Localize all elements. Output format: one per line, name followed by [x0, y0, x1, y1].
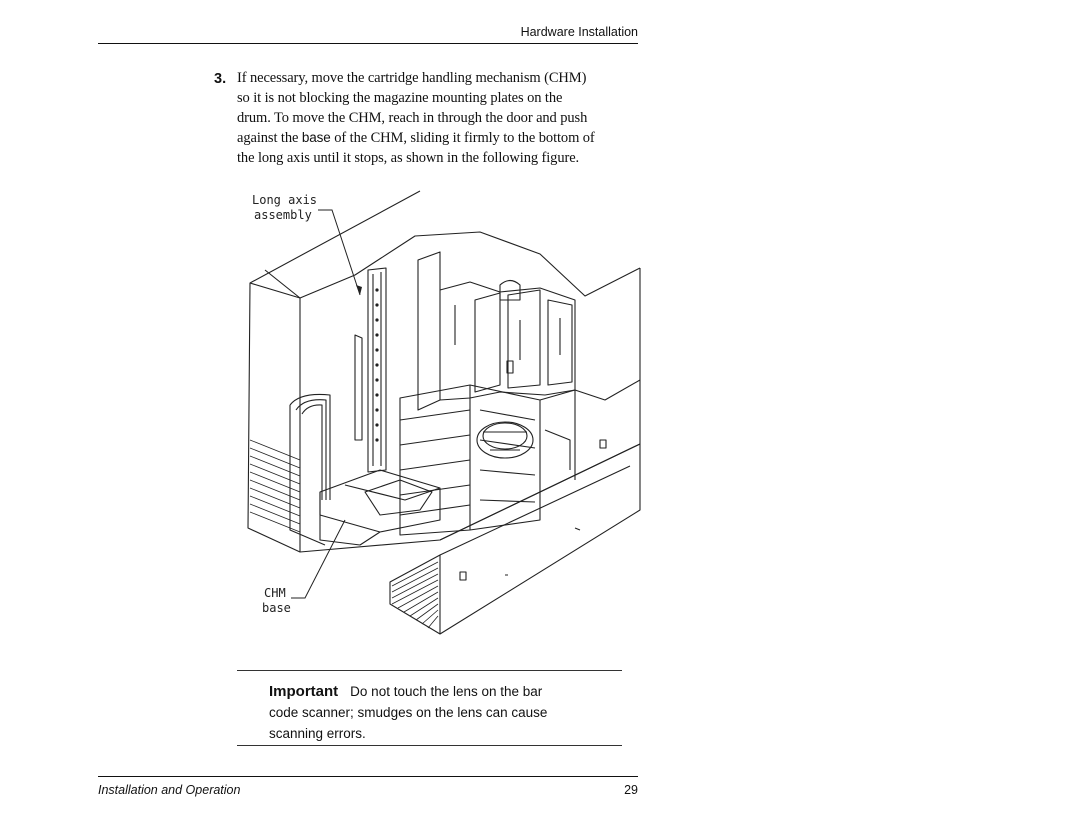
- note-rule-bottom: [237, 745, 622, 746]
- step-line: against the base of the CHM, sliding it …: [237, 128, 641, 148]
- header-rule: [98, 43, 638, 44]
- callout-chm-line2: base: [262, 601, 291, 615]
- step-line: the long axis until it stops, as shown i…: [237, 150, 580, 166]
- footer-rule: [98, 776, 638, 777]
- step-line-text: of the CHM, sliding it firmly to the bot…: [330, 130, 595, 146]
- callout-arrowhead-top: [356, 285, 362, 295]
- callout-leader-top: [318, 209, 361, 296]
- step-text: If necessary, move the cartridge handlin…: [237, 68, 641, 168]
- callout-long-axis-line1: Long axis: [252, 193, 317, 207]
- note-line: Important Do not touch the lens on the ba…: [269, 681, 629, 702]
- important-note: Important Do not touch the lens on the ba…: [269, 681, 629, 744]
- step-line: If necessary, move the cartridge handlin…: [237, 70, 587, 86]
- important-label: Important: [269, 683, 339, 700]
- callout-leader-bottom: [291, 519, 346, 599]
- running-header: Hardware Installation: [520, 25, 638, 39]
- step-line: so it is not blocking the magazine mount…: [237, 90, 563, 106]
- library-drawing: [247, 190, 641, 635]
- note-text: Do not touch the lens on the bar: [350, 684, 543, 699]
- callout-long-axis-line2: assembly: [254, 208, 312, 222]
- step-line-text: against the: [237, 130, 302, 146]
- note-line: scanning errors.: [269, 726, 366, 741]
- base-term: base: [301, 130, 331, 145]
- step-line: drum. To move the CHM, reach in through …: [237, 110, 588, 126]
- note-rule-top: [237, 670, 622, 671]
- note-line: code scanner; smudges on the lens can ca…: [269, 705, 548, 720]
- page-number: 29: [624, 783, 638, 797]
- callout-chm-line1: CHM: [264, 586, 286, 600]
- footer-title: Installation and Operation: [98, 783, 241, 797]
- step-number: 3.: [214, 71, 227, 87]
